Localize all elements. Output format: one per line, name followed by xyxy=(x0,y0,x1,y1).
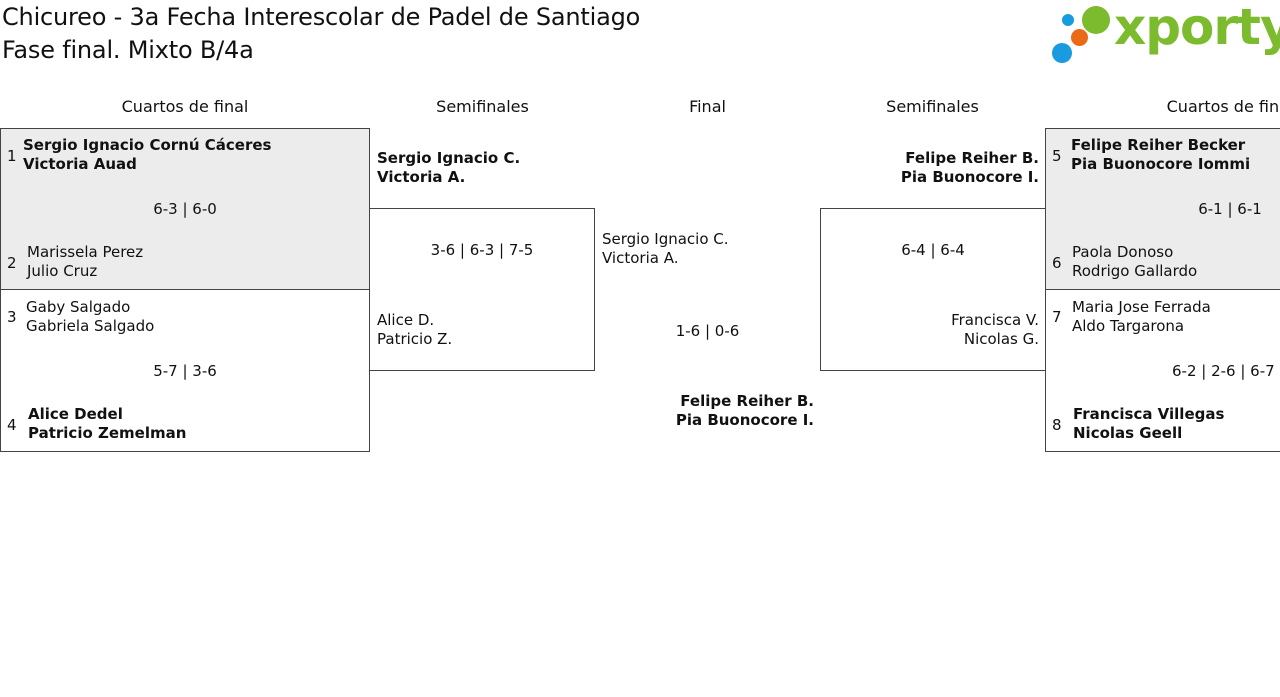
match-score: 6-2 | 2-6 | 6-7 xyxy=(1172,362,1275,380)
player-name: Sergio Ignacio C. xyxy=(602,230,729,248)
seed-number: 1 xyxy=(7,147,17,165)
team-qf2-bottom[interactable]: Alice Dedel Patricio Zemelman xyxy=(28,405,186,443)
seed-number: 4 xyxy=(7,416,17,434)
player-name: Francisca V. xyxy=(951,311,1039,329)
column-header-sf-right: Semifinales xyxy=(886,97,979,116)
match-score: 6-4 | 6-4 xyxy=(901,241,965,259)
player-name: Pia Buonocore Iommi xyxy=(1071,155,1251,173)
player-name: Patricio Z. xyxy=(377,330,453,348)
team-sf1-bottom[interactable]: Alice D. Patricio Z. xyxy=(377,311,452,349)
match-qf3[interactable] xyxy=(1045,128,1280,290)
team-sf1-top[interactable]: Sergio Ignacio C. Victoria A. xyxy=(377,149,520,187)
player-name: Aldo Targarona xyxy=(1072,317,1185,335)
player-name: Pia Buonocore I. xyxy=(900,168,1039,186)
player-name: Rodrigo Gallardo xyxy=(1072,262,1198,280)
team-qf2-top[interactable]: Gaby Salgado Gabriela Salgado xyxy=(26,298,154,336)
player-name: Victoria Auad xyxy=(23,155,137,173)
page-subtitle: Fase final. Mixto B/4a xyxy=(2,36,254,64)
player-name: Pia Buonocore I. xyxy=(675,411,814,429)
logo-dot-blue-top xyxy=(1062,14,1074,26)
logo-dot-blue-bottom xyxy=(1052,43,1072,63)
player-name: Francisca Villegas xyxy=(1073,405,1225,423)
player-name: Marissela Perez xyxy=(27,243,144,261)
team-qf4-bottom[interactable]: Francisca Villegas Nicolas Geell xyxy=(1073,405,1224,443)
match-score: 5-7 | 3-6 xyxy=(153,362,217,380)
player-name: Felipe Reiher B. xyxy=(680,392,814,410)
player-name: Gaby Salgado xyxy=(26,298,131,316)
match-sf1[interactable] xyxy=(369,208,595,371)
final-score: 1-6 | 0-6 xyxy=(675,322,740,340)
column-header-sf-left: Semifinales xyxy=(436,97,529,116)
seed-number: 7 xyxy=(1052,308,1062,326)
column-header-final: Final xyxy=(689,97,726,116)
seed-number: 6 xyxy=(1052,254,1062,272)
player-name: Alice Dedel xyxy=(28,405,123,423)
page-title: Chicureo - 3a Fecha Interescolar de Pade… xyxy=(2,3,641,31)
xporty-logo[interactable]: xporty xyxy=(1050,0,1280,68)
match-qf1[interactable] xyxy=(0,128,370,290)
match-qf4[interactable] xyxy=(1045,289,1280,452)
team-sf2-top[interactable]: Felipe Reiher B. Pia Buonocore I. xyxy=(901,149,1039,187)
team-final-top[interactable]: Sergio Ignacio C. Victoria A. xyxy=(602,230,729,268)
player-name: Paola Donoso xyxy=(1072,243,1174,261)
match-sf2[interactable] xyxy=(820,208,1046,371)
player-name: Nicolas Geell xyxy=(1073,424,1183,442)
team-qf1-top[interactable]: Sergio Ignacio Cornú Cáceres Victoria Au… xyxy=(23,136,271,174)
player-name: Julio Cruz xyxy=(27,262,98,280)
player-name: Alice D. xyxy=(377,311,435,329)
player-name: Patricio Zemelman xyxy=(28,424,187,442)
team-sf2-bottom[interactable]: Francisca V. Nicolas G. xyxy=(951,311,1039,349)
column-header-qf-left: Cuartos de final xyxy=(121,97,249,116)
logo-dot-green xyxy=(1082,6,1110,34)
seed-number: 5 xyxy=(1052,147,1062,165)
player-name: Victoria A. xyxy=(602,249,679,267)
match-score: 3-6 | 6-3 | 7-5 xyxy=(430,241,534,259)
column-header-qf-right: Cuartos de final xyxy=(1166,97,1280,116)
player-name: Sergio Ignacio Cornú Cáceres xyxy=(23,136,272,154)
match-qf2[interactable] xyxy=(0,289,370,452)
player-name: Nicolas G. xyxy=(963,330,1039,348)
player-name: Felipe Reiher Becker xyxy=(1071,136,1246,154)
player-name: Victoria A. xyxy=(377,168,466,186)
player-name: Sergio Ignacio C. xyxy=(377,149,521,167)
team-qf3-bottom[interactable]: Paola Donoso Rodrigo Gallardo xyxy=(1072,243,1197,281)
seed-number: 8 xyxy=(1052,416,1062,434)
team-qf3-top[interactable]: Felipe Reiher Becker Pia Buonocore Iommi xyxy=(1071,136,1250,174)
seed-number: 2 xyxy=(7,254,17,272)
player-name: Maria Jose Ferrada xyxy=(1072,298,1211,316)
team-qf4-top[interactable]: Maria Jose Ferrada Aldo Targarona xyxy=(1072,298,1211,336)
match-score: 6-3 | 6-0 xyxy=(153,200,217,218)
player-name: Gabriela Salgado xyxy=(26,317,155,335)
seed-number: 3 xyxy=(7,308,17,326)
logo-wordmark: xporty xyxy=(1114,0,1280,56)
logo-dot-orange xyxy=(1071,29,1088,46)
team-qf1-bottom[interactable]: Marissela Perez Julio Cruz xyxy=(27,243,143,281)
team-final-bottom[interactable]: Felipe Reiher B. Pia Buonocore I. xyxy=(676,392,814,430)
player-name: Felipe Reiher B. xyxy=(905,149,1039,167)
match-score: 6-1 | 6-1 xyxy=(1198,200,1262,218)
